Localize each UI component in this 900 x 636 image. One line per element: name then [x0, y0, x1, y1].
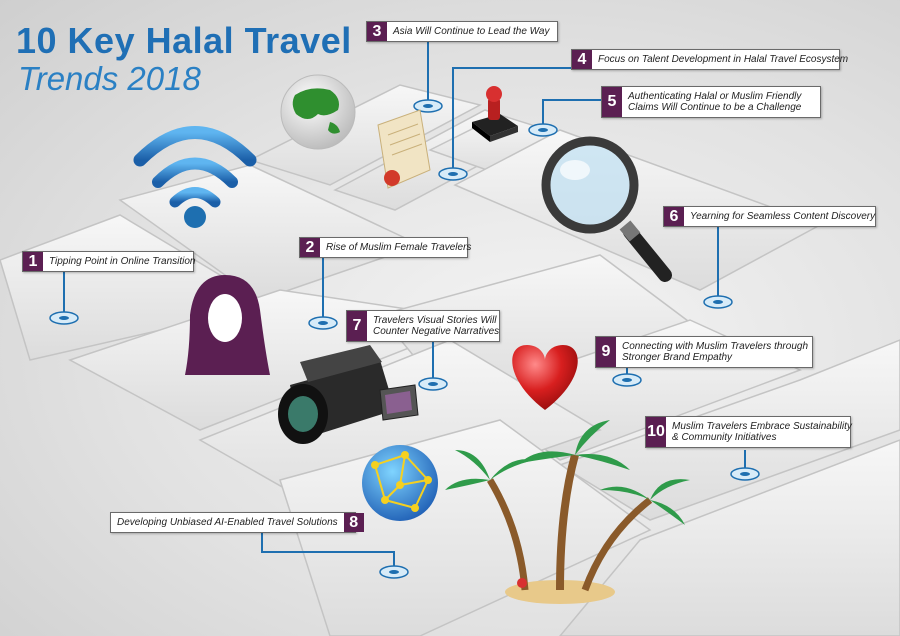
trend-label-10: 10 Muslim Travelers Embrace Sustainabili… — [645, 416, 852, 448]
heart-icon — [512, 345, 578, 410]
target-6 — [703, 295, 733, 309]
target-1 — [49, 311, 79, 325]
trend-label-3: 3 Asia Will Continue to Lead the Way — [366, 21, 558, 42]
trend-text: Yearning for Seamless Content Discovery — [690, 211, 876, 222]
target-9 — [612, 373, 642, 387]
trend-text: Muslim Travelers Embrace Sustainability … — [672, 421, 852, 443]
globe-icon — [280, 74, 356, 150]
trend-label-9: 9 Connecting with Muslim Travelers throu… — [595, 336, 813, 368]
target-markers — [49, 99, 760, 579]
target-2 — [308, 316, 338, 330]
trend-label-8: 8 Developing Unbiased AI-Enabled Travel … — [110, 512, 364, 533]
trend-number: 7 — [347, 311, 367, 341]
network-globe-icon — [362, 445, 438, 521]
trend-label-6: 6 Yearning for Seamless Content Discover… — [663, 206, 876, 227]
target-7 — [418, 377, 448, 391]
wifi-icon — [133, 126, 257, 228]
trend-text: Asia Will Continue to Lead the Way — [393, 26, 550, 37]
trend-number: 9 — [596, 337, 616, 367]
trend-label-5: 5 Authenticating Halal or Muslim Friendl… — [601, 86, 821, 118]
trend-number: 3 — [367, 22, 387, 41]
trend-label-7: 7 Travelers Visual Stories Will Counter … — [346, 310, 500, 342]
trend-text: Rise of Muslim Female Travelers — [326, 242, 472, 253]
title-line-2: Trends 2018 — [18, 60, 201, 97]
trend-label-4: 4 Focus on Talent Development in Halal T… — [571, 49, 848, 70]
leader-lines — [63, 40, 746, 570]
trend-text: Travelers Visual Stories Will Counter Ne… — [373, 315, 500, 337]
target-4 — [438, 167, 468, 181]
stamp-icon — [472, 86, 518, 142]
palm-island-icon — [445, 420, 690, 604]
trend-number: 8 — [343, 513, 364, 532]
trend-text: Tipping Point in Online Transition — [49, 256, 196, 267]
title-line-1: 10 Key Halal Travel — [16, 20, 352, 61]
camcorder-icon — [278, 345, 419, 444]
trend-text: Focus on Talent Development in Halal Tra… — [598, 54, 849, 65]
target-5 — [528, 123, 558, 137]
trend-number: 4 — [572, 50, 592, 69]
trend-text: Authenticating Halal or Muslim Friendly … — [628, 91, 802, 113]
hijab-icon — [185, 275, 270, 375]
trend-number: 5 — [602, 87, 622, 117]
trend-text: Developing Unbiased AI-Enabled Travel So… — [117, 517, 338, 528]
trend-text: Connecting with Muslim Travelers through… — [622, 341, 809, 363]
target-3 — [413, 99, 443, 113]
magnifier-icon — [541, 136, 672, 282]
target-10 — [730, 467, 760, 481]
trend-number: 6 — [664, 207, 684, 226]
trend-label-1: 1 Tipping Point in Online Transition — [22, 251, 195, 272]
trend-label-2: 2 Rise of Muslim Female Travelers — [299, 237, 471, 258]
trend-number: 10 — [646, 417, 666, 447]
trend-number: 2 — [300, 238, 320, 257]
trend-number: 1 — [23, 252, 43, 271]
certificate-icon — [377, 109, 431, 189]
target-8 — [379, 565, 409, 579]
